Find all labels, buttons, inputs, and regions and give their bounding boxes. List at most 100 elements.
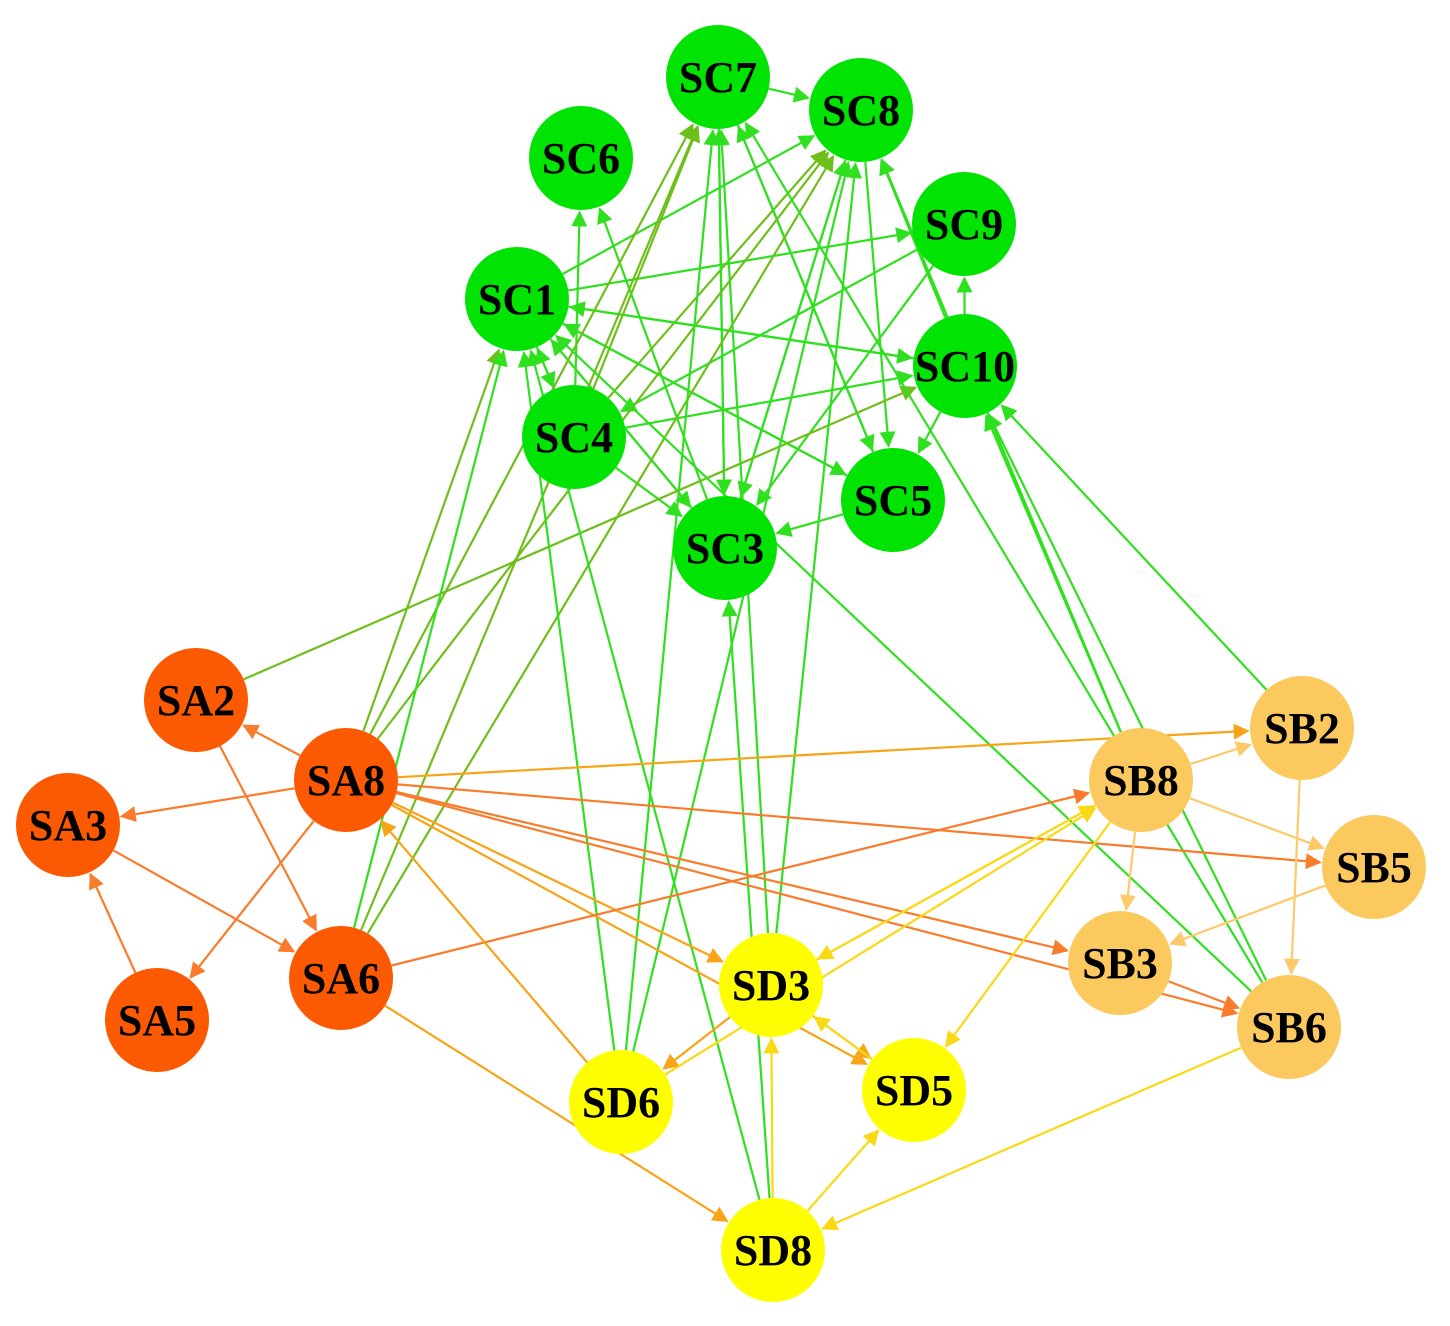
node-sb3[interactable]: SB3 [1068,911,1172,1015]
node-sa6[interactable]: SA6 [289,926,393,1030]
node-label-sa2: SA2 [157,676,235,725]
edge-sb6-to-sc7 [744,121,1264,983]
edge-sd3-to-sc8 [775,162,862,934]
edge-sd5-to-sd3 [813,1016,873,1061]
edge-sa8-to-sc1 [362,348,502,732]
edge-sb8-to-sb2 [1190,741,1253,766]
node-circle-sb6 [1237,975,1341,1079]
edge-sc10-to-sc5 [917,411,942,454]
edge-sb6-to-sd8 [821,1046,1242,1231]
node-sd5[interactable]: SD5 [862,1038,966,1142]
edge-sb8-to-sb3 [1119,831,1137,911]
edge-sc8-to-sc5 [864,161,896,448]
edge-sb3-to-sb6 [1168,980,1240,1011]
node-sa2[interactable]: SA2 [144,648,248,752]
node-circle-sc8 [809,58,913,162]
node-circle-sa3 [16,773,120,877]
node-sc9[interactable]: SC9 [912,172,1016,276]
edge-sb5-to-sb3 [1169,884,1326,947]
node-label-sa6: SA6 [302,954,380,1003]
node-circle-sb8 [1089,728,1193,832]
node-label-sa5: SA5 [118,996,196,1045]
edge-sb8-to-sb5 [1189,797,1325,851]
node-layer: SC7 SC8SC6SC9SC1SC10SC4SC5SC3SA2SA8SA3SA6… [16,25,1426,1302]
node-sc10[interactable]: SC10 [913,314,1017,418]
edge-sa8-to-sa2 [242,724,301,757]
edge-sd8-to-sd3 [763,1037,780,1199]
node-sd8[interactable]: SD8 [721,1198,825,1302]
node-label-sb6: SB6 [1251,1003,1327,1052]
node-label-sb8: SB8 [1103,756,1179,805]
edge-sb2-to-sc10 [1000,404,1268,691]
edge-sc4-to-sc7 [592,125,700,390]
node-label-sc4: SC4 [535,413,613,462]
edge-sc7-to-sc5 [736,124,875,452]
node-circle-sb5 [1322,815,1426,919]
node-label-sc1: SC1 [478,275,556,324]
edge-sc4-to-sc6 [571,210,588,386]
edge-sa6-to-sb8 [391,788,1091,967]
edge-sc4-to-sc10 [625,370,914,429]
node-label-sc7: SC7 [679,53,757,102]
node-sc1[interactable]: SC1 [465,247,569,351]
edge-sc9-to-sc4 [619,247,919,413]
node-circle-sc1 [465,247,569,351]
edge-sd6-to-sb8 [664,807,1097,1076]
node-sa5[interactable]: SA5 [105,968,209,1072]
node-label-sd5: SD5 [875,1066,953,1115]
node-sb8[interactable]: SB8 [1089,728,1193,832]
node-sb6[interactable]: SB6 [1237,975,1341,1079]
node-sc4[interactable]: SC4 [522,385,626,489]
edge-sb8-to-sd3 [816,804,1097,960]
node-label-sa3: SA3 [29,801,107,850]
edge-sb8-to-sd5 [944,821,1112,1048]
edge-sc7-to-sc8 [768,86,810,103]
node-sa3[interactable]: SA3 [16,773,120,877]
node-label-sd3: SD3 [732,961,810,1010]
edge-sa6-to-sd8 [384,1004,729,1223]
node-sc3[interactable]: SC3 [673,496,777,600]
edge-sa3-to-sa6 [112,849,296,953]
edge-sa8-to-sa3 [119,787,295,822]
node-circle-sa5 [105,968,209,1072]
edge-layer [89,86,1326,1231]
node-sc5[interactable]: SC5 [841,448,945,552]
node-sb5[interactable]: SB5 [1322,815,1426,919]
edge-sa5-to-sa3 [89,872,137,974]
edge-sa8-to-sb3 [396,790,1069,956]
edge-sa6-to-sc1 [352,349,508,928]
edge-sc4-to-sc8 [607,149,827,399]
node-circle-sd8 [721,1198,825,1302]
edge-sb8-to-sc8 [879,158,1122,733]
edge-sa8-to-sa5 [189,820,315,979]
node-label-sc3: SC3 [686,524,764,573]
node-sd3[interactable]: SD3 [719,933,823,1037]
node-sb2[interactable]: SB2 [1250,676,1354,780]
node-sc6[interactable]: SC6 [529,106,633,210]
edge-sd6-to-sa8 [380,819,589,1064]
node-label-sb3: SB3 [1082,939,1158,988]
edge-sd6-to-sc8 [632,160,853,1052]
node-sc8[interactable]: SC8 [809,58,913,162]
edge-sd8-to-sc1 [527,349,761,1201]
edge-sa2-to-sa6 [219,745,317,932]
node-label-sa8: SA8 [307,756,385,805]
node-circle-sa2 [144,648,248,752]
node-circle-sb2 [1250,676,1354,780]
edge-sb2-to-sb6 [1283,779,1301,975]
node-sc7[interactable]: SC7 [666,25,770,129]
node-circle-sc10 [913,314,1017,418]
node-circle-sb3 [1068,911,1172,1015]
node-label-sc6: SC6 [542,134,620,183]
node-circle-sa6 [289,926,393,1030]
edge-sc5-to-sc3 [775,513,844,537]
node-sa8[interactable]: SA8 [294,728,398,832]
node-circle-sc6 [529,106,633,210]
node-circle-sc7 [666,25,770,129]
node-sd6[interactable]: SD6 [569,1050,673,1154]
edge-sc3-to-sc6 [597,207,709,500]
edge-sa8-to-sb2 [397,723,1250,779]
node-circle-sd3 [719,933,823,1037]
node-label-sb5: SB5 [1336,843,1412,892]
